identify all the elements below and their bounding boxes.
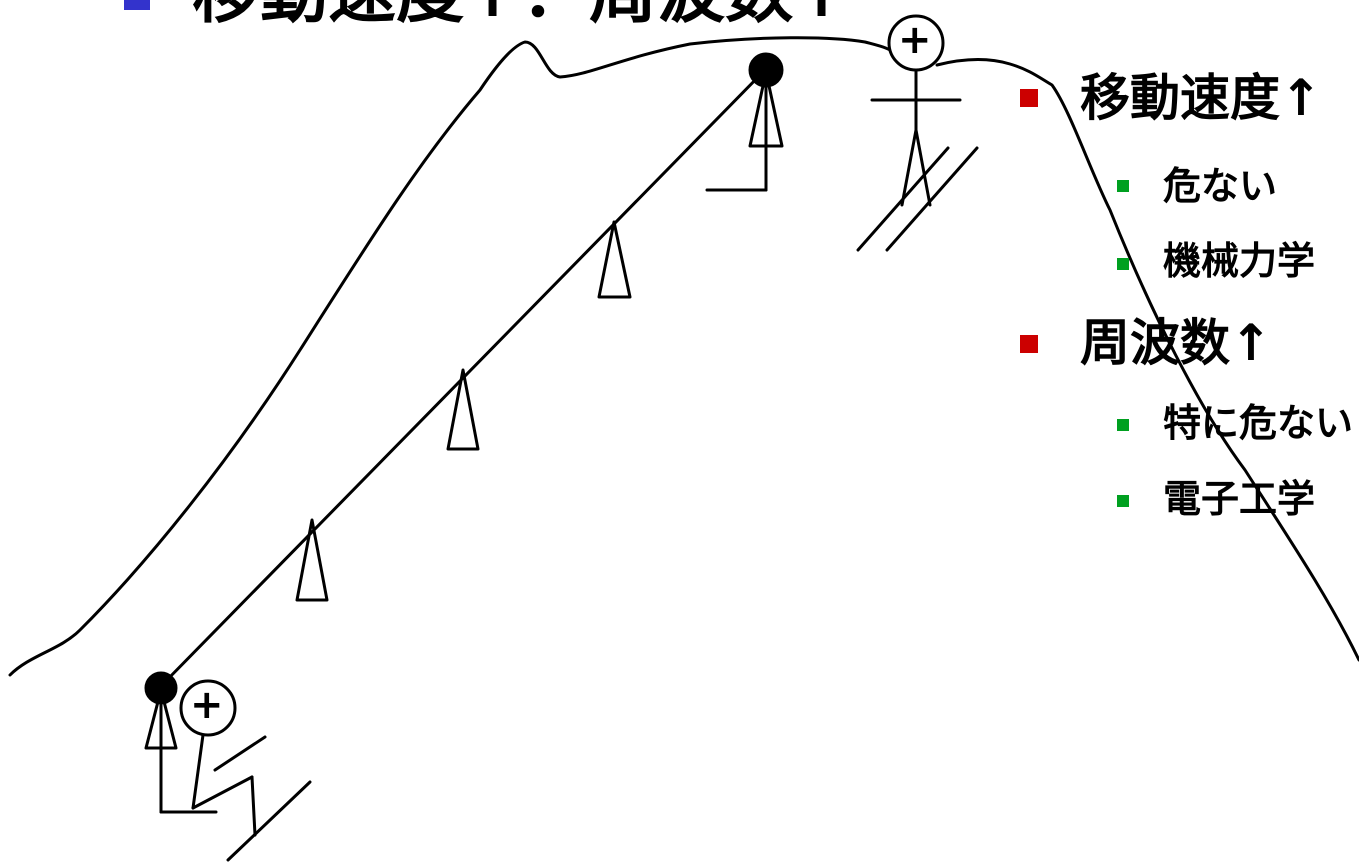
bullet-1-text: 移動速度↑ [1080,69,1322,127]
bullet-1-sub-2-text: 機械力学 [1163,239,1316,283]
bullet-2-sub-2-text: 電子工学 [1163,477,1316,521]
bullet-1-sub-1-marker [1117,180,1129,192]
skier-icon [856,14,979,252]
lift-rider-icon [179,679,312,862]
skier-plus-label: + [898,17,932,63]
ski-lift-icon [144,52,784,814]
bullet-2-marker [1020,335,1038,353]
mountain-outline-icon [8,36,1359,677]
bullet-2-text: 周波数↑ [1080,314,1272,372]
bullet-2-sub-1-text: 特に危ない [1163,401,1354,445]
title-bullet [124,0,150,10]
rider-plus-label: + [190,682,224,728]
bullet-2-sub-1-marker [1117,419,1129,431]
bullet-2-sub-2-marker [1117,495,1129,507]
bullet-1-sub-2-marker [1117,258,1129,270]
slide-title: 移動速度↑：周波数↑ [192,0,850,28]
bullet-1-sub-1-text: 危ない [1163,164,1278,208]
bullet-1-marker [1020,89,1038,107]
